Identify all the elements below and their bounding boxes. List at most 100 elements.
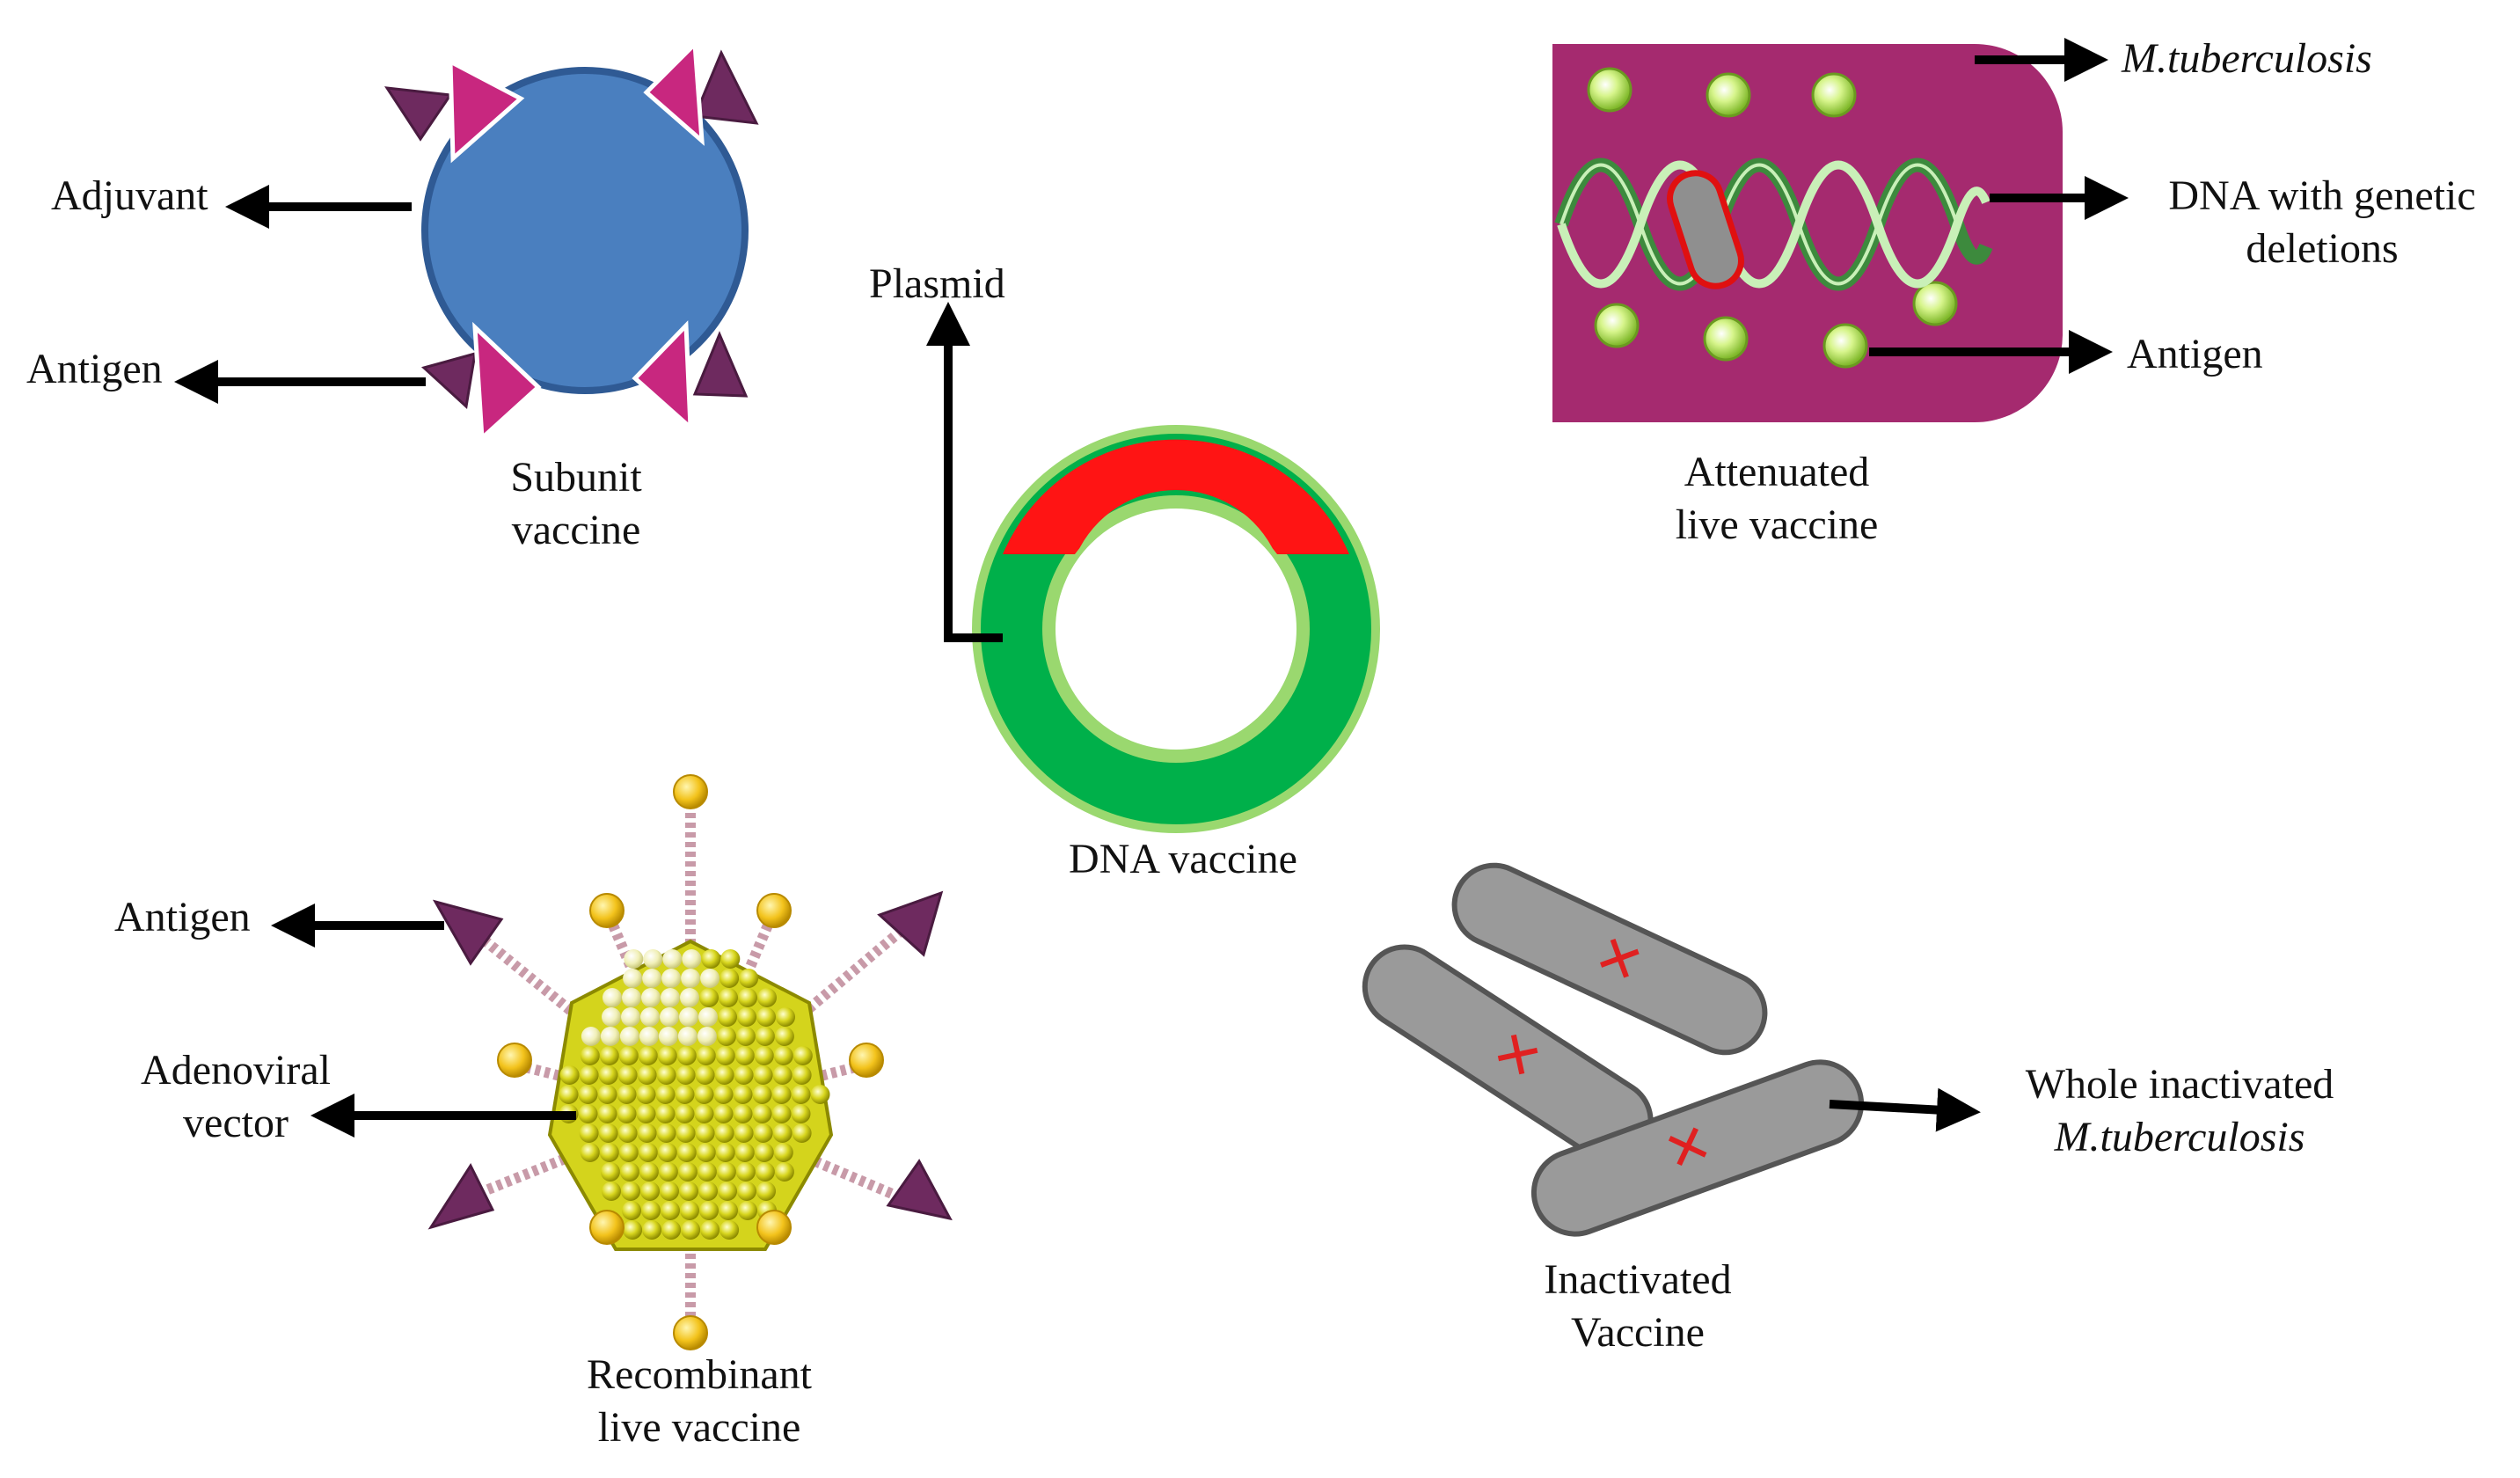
capsid-bead [679,1182,698,1201]
capsid-bead [697,1027,717,1046]
fiber-knob-icons [497,774,884,1350]
capsid-bead [713,1085,734,1104]
capsid-bead [640,1182,660,1201]
capsid-bead [581,1027,601,1046]
capsid-bead [716,1027,736,1046]
capsid-bead [791,1104,811,1123]
capsid-bead [774,1162,794,1182]
dna-deletion-label-line2: deletions [2246,225,2398,272]
capsid-bead [773,1143,793,1162]
capsid-bead [734,1123,754,1143]
capsid-bead [617,1085,637,1104]
capsid-bead [580,1143,600,1162]
whole-inactivated-label-line2: M.tuberculosis [2054,1114,2305,1160]
adenoviral-vector-label-line1: Adenoviral [141,1047,331,1094]
capsid-bead [598,1065,618,1085]
capsid-bead [622,1201,641,1220]
capsid-bead [658,1162,678,1182]
capsid-bead [599,1046,619,1065]
capsid-bead [695,1065,715,1085]
recombinant-title-line1: Recombinant [587,1351,813,1398]
capsid-bead [602,1182,621,1201]
capsid-bead [661,1220,682,1240]
plasmid-label: Plasmid [869,260,1005,307]
capsid-bead [624,949,644,969]
capsid-bead [754,1143,774,1162]
capsid-bead [793,1046,813,1065]
capsid-bead [771,1104,792,1123]
capsid-bead [660,1182,679,1201]
capsid-bead [713,1104,734,1123]
recombinant-antigen-label: Antigen [114,894,251,940]
capsid-bead [756,1007,776,1027]
capsid-bead [621,1182,640,1201]
capsid-bead [657,1046,677,1065]
recombinant-vaccine-group: Antigen Adenoviral vector Recombinant li… [114,774,953,1451]
capsid-bead [737,1007,756,1027]
capsid-bead [641,988,661,1007]
capsid-bead [679,1007,698,1027]
capsid-bead [734,1046,755,1065]
capsid-bead [757,988,777,1007]
capsid-bead [718,1182,737,1201]
granule-icons [1587,67,1958,369]
capsid-bead [677,1027,698,1046]
capsid-bead [643,949,663,969]
capsid-bead [600,1162,620,1182]
capsid-bead [675,1085,695,1104]
capsid-bead [660,1007,679,1027]
recombinant-antigen-icons [427,890,953,1230]
capsid-bead [755,1162,775,1182]
capsid-bead [657,1143,677,1162]
capsid-bead [695,1123,715,1143]
capsid-bead [677,1162,698,1182]
genetic-deletion-marker [1667,170,1744,289]
inactivated-vaccine-group: ✕ ✕ ✕ Whole inactivated M.tuberculosis I… [1362,862,2334,1356]
capsid-bead [718,1007,737,1027]
capsid-bead [603,988,622,1007]
capsid-bead [636,1104,656,1123]
capsid-bead [638,1046,658,1065]
dna-helix-icon [1554,157,1993,291]
capsid-bead [700,1220,720,1240]
capsid-bead [752,1085,772,1104]
capsid-bead [676,1046,697,1065]
capsid-bead [618,1046,639,1065]
attenuated-vaccine-group: M.tuberculosis DNA with genetic deletion… [1552,35,2476,548]
capsid-bead [676,1065,696,1085]
capsid-bead [738,988,757,1007]
capsid-bead [697,1162,717,1182]
capsid-bead [698,1182,718,1201]
capsid-bead [792,1123,812,1143]
capsid-bead [772,1065,793,1085]
subunit-particle [421,67,749,394]
capsid-bead [623,969,643,988]
capsid-bead [617,1065,638,1085]
subunit-title-line1: Subunit [510,454,642,501]
capsid-bead [559,1085,579,1104]
capsid-bead [656,1065,676,1085]
dna-title: DNA vaccine [1069,836,1297,882]
capsid-bead [755,1027,775,1046]
capsid-bead [776,1007,795,1027]
subunit-antigen-icon [632,320,749,433]
capsid-bead [719,988,738,1007]
capsid-bead [739,969,759,988]
subunit-antigen-label: Antigen [26,346,163,392]
capsid-bead [580,1046,600,1065]
capsid-bead [738,1201,757,1220]
capsid-bead [636,1085,656,1104]
capsid-bead [771,1085,792,1104]
plasmid-hole [1050,503,1302,755]
capsid-bead [656,1123,676,1143]
capsid-bead [637,1065,657,1085]
capsid-bead [753,1065,773,1085]
capsid-bead [617,1104,637,1123]
capsid-bead [754,1046,774,1065]
mtb-label: M.tuberculosis [2121,35,2372,82]
capsid-bead [737,1182,756,1201]
capsid-bead [619,1162,639,1182]
capsid-bead [578,1085,598,1104]
capsid-bead [734,1143,755,1162]
capsid-bead [559,1065,580,1085]
